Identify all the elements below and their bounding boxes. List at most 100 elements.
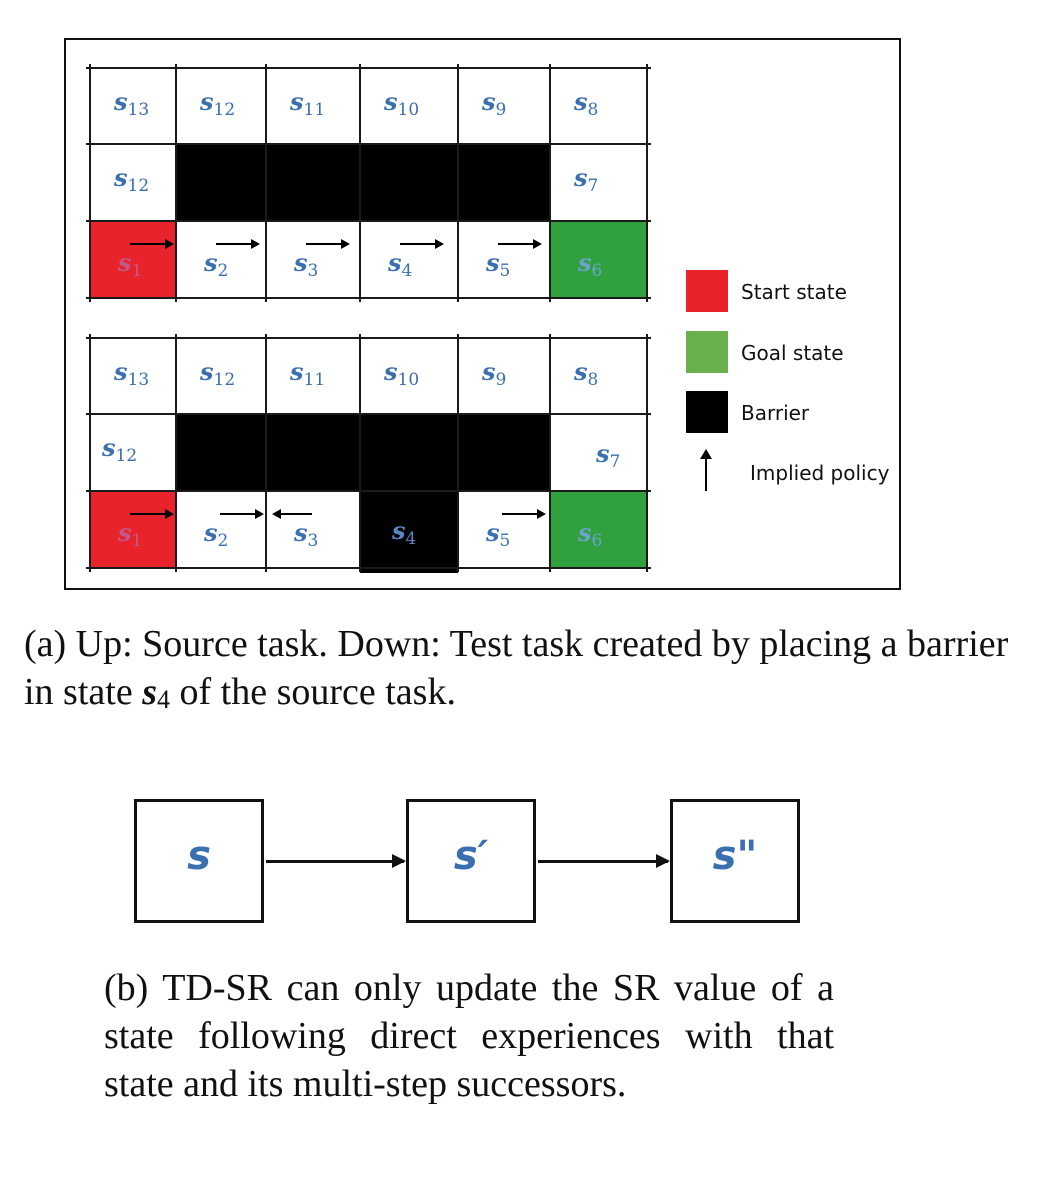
policy-arrow-right-icon <box>400 239 444 249</box>
node-s-double-prime-label: s" <box>712 833 758 879</box>
legend-start-label: Start state <box>741 280 847 304</box>
state-symbol: s <box>574 87 588 116</box>
state-symbol: s <box>290 87 304 116</box>
grid-line-vertical <box>457 64 459 302</box>
state-subscript: 4 <box>405 529 417 549</box>
state-label-s7: s7 <box>596 442 620 471</box>
state-symbol: s <box>114 163 128 192</box>
state-label-s8: s8 <box>574 90 598 119</box>
state-symbol: s <box>486 248 500 277</box>
state-symbol: s <box>596 439 610 468</box>
state-subscript: 12 <box>213 370 236 390</box>
state-label-s8: s8 <box>574 360 598 389</box>
state-label-s2: s2 <box>204 251 228 280</box>
state-subscript: 8 <box>587 100 599 120</box>
caption-a-symbol: s <box>142 671 157 713</box>
state-symbol: s <box>118 518 132 547</box>
state-symbol: s <box>204 248 218 277</box>
state-label-s6: s6 <box>578 521 602 550</box>
grid-line-horizontal <box>86 567 651 569</box>
state-label-s9: s9 <box>482 90 506 119</box>
state-subscript: 7 <box>587 176 599 196</box>
node-s-prime-label: s′ <box>453 833 489 879</box>
legend-barrier-label: Barrier <box>741 401 810 425</box>
policy-arrow-right-icon <box>130 509 174 519</box>
state-symbol: s <box>294 518 308 547</box>
state-symbol: s <box>384 87 398 116</box>
state-symbol: s <box>200 87 214 116</box>
caption-a-subscript: 4 <box>157 685 170 714</box>
grid-line-vertical <box>265 334 267 572</box>
grid-line-vertical <box>89 64 91 302</box>
grid-line-vertical <box>175 64 177 302</box>
grid-line-vertical <box>457 334 459 572</box>
state-label-s2: s2 <box>204 521 228 550</box>
state-label-s12: s12 <box>102 436 137 465</box>
state-subscript: 9 <box>495 370 507 390</box>
grid-line-horizontal <box>86 413 651 415</box>
state-subscript: 13 <box>127 370 150 390</box>
state-label-s11: s11 <box>290 360 325 389</box>
grid-line-horizontal <box>86 67 651 69</box>
barrier-swatch-icon <box>686 391 728 433</box>
policy-arrow-right-icon <box>220 509 264 519</box>
barrier-block <box>176 414 550 491</box>
state-subscript: 1 <box>131 531 143 551</box>
grid-line-vertical <box>175 334 177 572</box>
state-label-s5: s5 <box>486 251 510 280</box>
state-symbol: s <box>200 357 214 386</box>
legend-policy: Implied policy <box>686 449 896 495</box>
state-label-s12: s12 <box>200 360 235 389</box>
legend-start: Start state <box>686 270 896 314</box>
state-subscript: 12 <box>127 176 150 196</box>
grid-line-vertical <box>646 64 648 302</box>
state-symbol: s <box>392 516 406 545</box>
state-symbol: s <box>290 357 304 386</box>
state-subscript: 8 <box>587 370 599 390</box>
state-symbol: s <box>578 518 592 547</box>
state-label-s12: s12 <box>200 90 235 119</box>
state-subscript: 10 <box>397 100 420 120</box>
state-subscript: 6 <box>591 531 603 551</box>
state-subscript: 7 <box>609 452 621 472</box>
state-subscript: 11 <box>303 370 326 390</box>
grid-line-horizontal <box>86 337 651 339</box>
legend-goal-label: Goal state <box>741 341 844 365</box>
state-symbol: s <box>118 248 132 277</box>
grid-line-vertical <box>89 334 91 572</box>
node-s-label: s <box>187 833 211 879</box>
legend-policy-label: Implied policy <box>750 461 890 485</box>
state-subscript: 2 <box>217 531 229 551</box>
state-symbol: s <box>384 357 398 386</box>
barrier-cell-s4 <box>360 491 458 573</box>
state-label-s5: s5 <box>486 521 510 550</box>
grid-line-vertical <box>359 64 361 302</box>
edge-s-prime-to-s-double-prime <box>538 854 670 868</box>
state-label-s6: s6 <box>578 251 602 280</box>
state-symbol: s <box>102 433 116 462</box>
state-symbol: s <box>578 248 592 277</box>
state-subscript: 6 <box>591 261 603 281</box>
up-arrow-icon <box>700 449 712 491</box>
goal-cell <box>550 491 647 568</box>
caption-b: (b) TD-SR can only update the SR value o… <box>104 967 834 1105</box>
state-symbol: s <box>204 518 218 547</box>
state-symbol: s <box>486 518 500 547</box>
policy-arrow-left-icon <box>272 509 312 519</box>
state-label-s3: s3 <box>294 521 318 550</box>
barrier-block <box>176 144 550 221</box>
state-label-s10: s10 <box>384 90 419 119</box>
state-label-s7: s7 <box>574 166 598 195</box>
grid-line-vertical <box>549 64 551 302</box>
state-subscript: 11 <box>303 100 326 120</box>
state-symbol: s <box>114 357 128 386</box>
state-label-s13: s13 <box>114 90 149 119</box>
state-symbol: s <box>574 357 588 386</box>
state-subscript: 3 <box>307 261 319 281</box>
start-swatch-icon <box>686 270 728 312</box>
state-label-s9: s9 <box>482 360 506 389</box>
grid-line-horizontal <box>86 220 651 222</box>
policy-arrow-right-icon <box>130 239 174 249</box>
